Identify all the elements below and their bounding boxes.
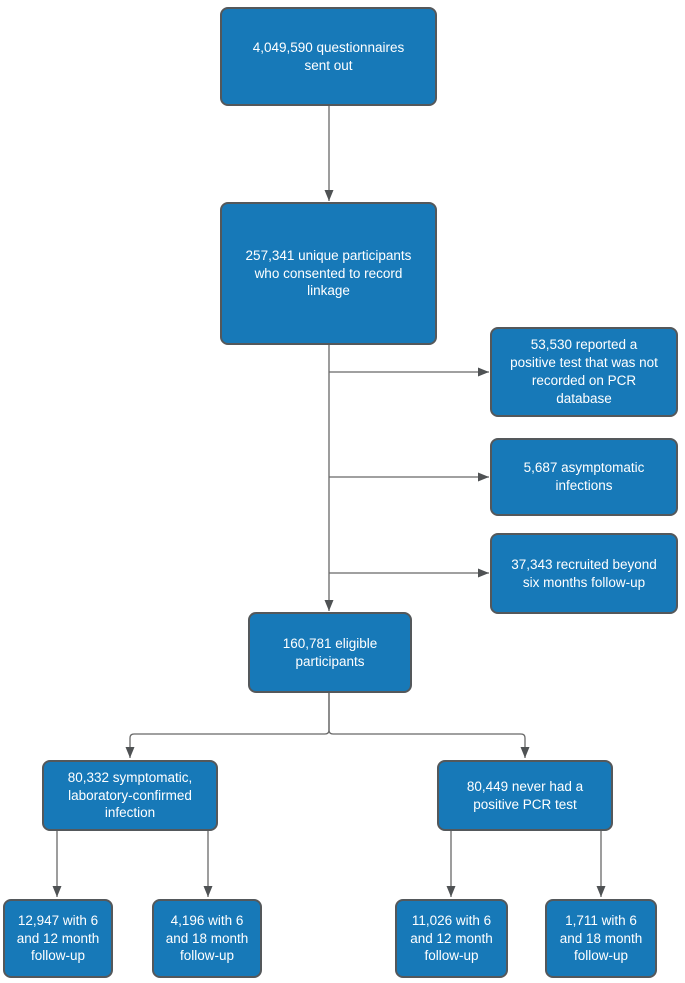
node-label: 80,332 symptomatic, laboratory-confirmed… (67, 769, 193, 821)
node-label: 1,711 with 6 and 18 month follow-up (559, 912, 643, 964)
node-consented-participants: 257,341 unique participants who consente… (220, 202, 437, 345)
node-control-6-12-followup: 11,026 with 6 and 12 month follow-up (395, 899, 508, 978)
node-questionnaires-sent: 4,049,590 questionnaires sent out (220, 7, 437, 106)
connector-eligible-to-never-positive (328, 693, 530, 758)
node-positive-test-not-recorded: 53,530 reported a positive test that was… (490, 327, 678, 417)
node-symptomatic-6-18-followup: 4,196 with 6 and 18 month follow-up (152, 899, 262, 978)
node-label: 53,530 reported a positive test that was… (510, 337, 658, 406)
node-control-6-18-followup: 1,711 with 6 and 18 month follow-up (545, 899, 657, 978)
node-symptomatic-6-12-followup: 12,947 with 6 and 12 month follow-up (3, 899, 113, 978)
node-label: 37,343 recruited beyond six months follo… (511, 556, 657, 590)
node-label: 4,049,590 questionnaires sent out (252, 39, 405, 73)
node-asymptomatic-infections: 5,687 asymptomatic infections (490, 438, 678, 516)
node-eligible-participants: 160,781 eligible participants (248, 612, 412, 693)
node-never-positive-pcr: 80,449 never had a positive PCR test (437, 760, 613, 831)
node-label: 5,687 asymptomatic infections (523, 460, 645, 493)
node-label: 12,947 with 6 and 12 month follow-up (16, 912, 100, 964)
node-label: 80,449 never had a positive PCR test (466, 778, 584, 812)
node-recruited-beyond-six-months: 37,343 recruited beyond six months follo… (490, 533, 678, 614)
node-label: 257,341 unique participants who consente… (245, 247, 412, 299)
connector-eligible-to-symptomatic (125, 693, 330, 758)
node-label: 160,781 eligible participants (282, 635, 378, 669)
node-label: 4,196 with 6 and 18 month follow-up (165, 912, 249, 964)
node-symptomatic-confirmed-infection: 80,332 symptomatic, laboratory-confirmed… (42, 760, 218, 831)
node-label: 11,026 with 6 and 12 month follow-up (410, 912, 493, 964)
